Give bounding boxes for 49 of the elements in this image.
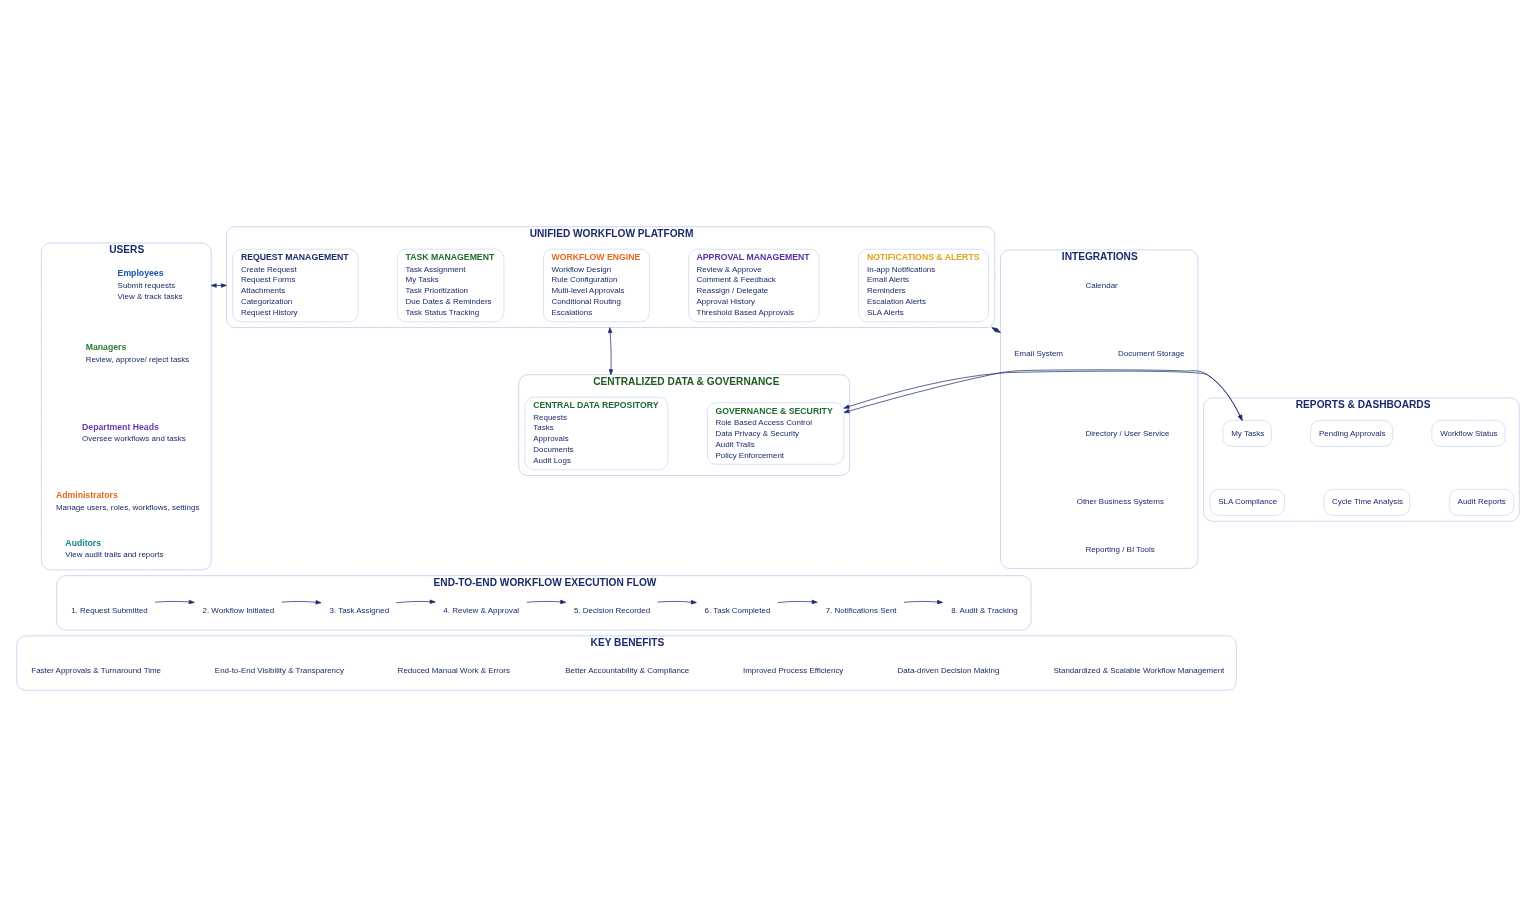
node-box: GOVERNANCE & SECURITY Role Based Access Control Data Privacy & Security Audit Trails Policy Enforcement [707,402,845,465]
node-box: Cycle Time Analysis [1323,488,1411,516]
node-text: Data-driven Decision Making [897,666,1000,676]
node-box: APPROVAL MANAGEMENT Review & Approve Comment & Feedback Reassign / Delegate Approval History Threshold Based Approvals [688,248,820,323]
node-text: 5. Decision Recorded [573,606,651,616]
node-text: Standardized & Scalable Workflow Management [1053,666,1225,676]
node-text: Improved Process Efficiency [742,666,844,676]
node-box: Audit Reports [1448,488,1515,516]
node-text: Employees Submit requests View & track tasks [117,268,183,302]
node-text: Other Business Systems [1076,497,1164,507]
arrow [281,600,322,605]
arrow [777,599,818,605]
arrow [843,369,1243,421]
node-text: Better Accountability & Compliance [565,666,690,676]
node-box: REQUEST MANAGEMENT Create Request Request Forms Attachments Categorization Request History [232,248,359,323]
node-text: Faster Approvals & Turnaround Time [31,666,162,676]
node-box: Workflow Status [1431,420,1506,447]
arrow [210,283,227,288]
node-box: My Tasks [1222,420,1272,447]
node-text: 3. Task Assigned [329,606,390,616]
node-text: Reduced Manual Work & Errors [397,666,510,676]
node-text: 1. Request Submitted [71,606,148,616]
node-box: CENTRAL DATA REPOSITORY Requests Tasks Approvals Documents Audit Logs [524,396,669,471]
node-text: Reporting / BI Tools [1085,544,1155,554]
node-text: 4. Review & Approval [443,606,520,616]
node-text: Calendar [1085,280,1118,290]
node-text: Administrators Manage users, roles, workflows, settings [55,490,200,513]
node-box: NOTIFICATIONS & ALERTS In-app Notifications Email Alerts Reminders Escalation Alerts SLA Alerts [858,248,989,323]
node-text: 6. Task Completed [704,606,771,616]
node-box: TASK MANAGEMENT Task Assignment My Tasks Task Prioritization Due Dates & Reminders Task Status Tracking [396,248,505,323]
arrow [608,327,614,376]
node-box: WORKFLOW ENGINE Workflow Design Rule Configuration Multi-level Approvals Conditional Routing Escalations [543,248,650,323]
arrow [154,599,195,605]
arrow [903,599,943,605]
arrow [526,599,567,605]
node-text: 8. Audit & Tracking [951,606,1018,616]
node-box: SLA Compliance [1209,488,1285,516]
node-text: Department Heads Oversee workflows and tasks [82,421,186,444]
node-text: Managers Review, approve/ reject tasks [85,342,190,365]
node-text: Email System [1014,349,1064,359]
arrow [395,599,436,604]
node-text: Document Storage [1118,349,1185,359]
node-text: End-to-End Visibility & Transparency [214,666,344,676]
node-text: 7. Notifications Sent [825,606,897,616]
node-text: Directory / User Service [1085,428,1170,438]
node-text: Auditors View audit trails and reports [65,537,164,560]
node-box: Pending Approvals [1310,420,1393,447]
arrow [657,600,697,605]
node-text: 2. Workflow Initiated [202,606,275,616]
